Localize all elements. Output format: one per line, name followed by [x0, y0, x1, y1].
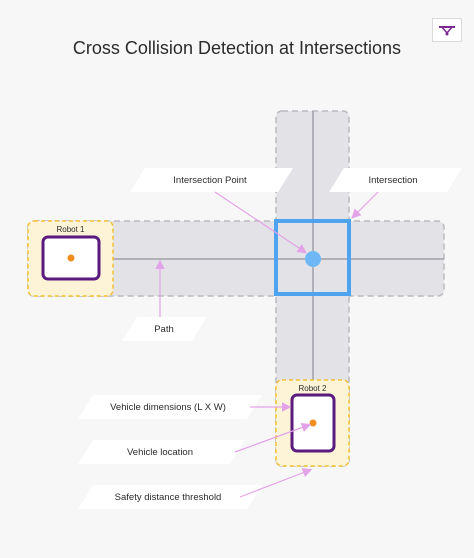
label-shape-vehicle-location [78, 440, 245, 464]
label-shape-vehicle-dimensions [78, 395, 262, 419]
intersection-label: Intersection [368, 174, 418, 186]
vehicle-dimensions-label: Vehicle dimensions (L X W) [110, 401, 226, 413]
label-shape-intersection-point [130, 168, 293, 192]
arrow-intersection-point [214, 191, 307, 254]
robot1-label: Robot 1 [56, 225, 85, 234]
path-label: Path [154, 323, 174, 335]
brand-logo-icon [439, 26, 455, 36]
intersection-zone [274, 219, 351, 296]
arrow-vehicle-location [234, 422, 312, 453]
robot1-location-dot [67, 254, 75, 262]
intersection-point-label: Intersection Point [173, 174, 247, 186]
arrow-safety-distance [239, 468, 313, 498]
brand-logo [432, 18, 462, 42]
robot2-location-dot [309, 419, 317, 427]
vehicle-location-label: Vehicle location [126, 446, 194, 458]
arrow-intersection [351, 191, 379, 219]
label-shape-safety-distance [78, 485, 262, 509]
safety-distance-label: Safety distance threshold [114, 491, 222, 503]
label-shape-intersection [329, 168, 462, 192]
intersection-point [305, 251, 321, 267]
robot2-label: Robot 2 [298, 384, 327, 393]
diagram-title: Cross Collision Detection at Intersectio… [72, 38, 402, 58]
label-shape-path [122, 317, 207, 341]
